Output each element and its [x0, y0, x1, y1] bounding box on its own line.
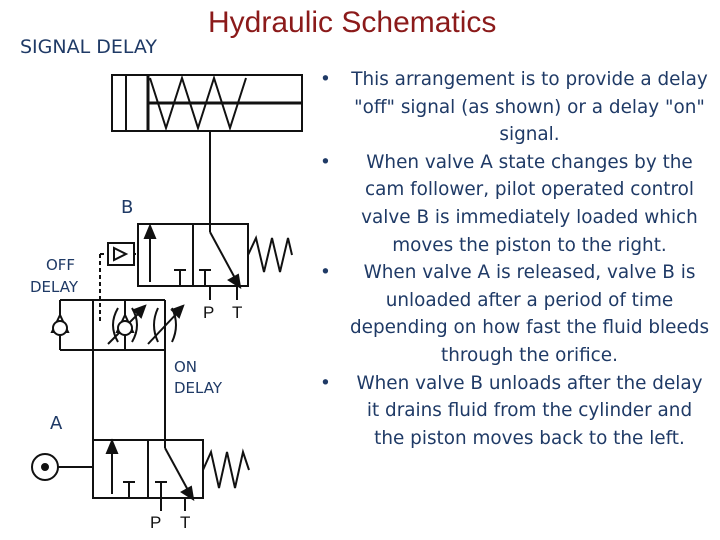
valve-b: [99, 223, 293, 322]
off-delay-flow-control: [50, 299, 147, 351]
label-on-delay-line1: ON: [174, 358, 197, 376]
label-off-delay-line1: OFF: [46, 256, 75, 274]
valve-a: [31, 438, 250, 502]
bullet-item: When valve B unloads after the delay it …: [318, 370, 710, 453]
signal-delay-heading: SIGNAL DELAY: [20, 36, 158, 58]
label-valve-b-t: T: [232, 303, 242, 322]
label-off-delay-line2: DELAY: [30, 278, 79, 296]
valve-a-spring: [202, 448, 250, 489]
bullet-item: When valve A state changes by the cam fo…: [318, 149, 710, 259]
label-valve-b: B: [121, 197, 133, 218]
label-valve-a: A: [50, 413, 63, 434]
cylinder-spring: [149, 74, 247, 132]
valve-b-spring: [247, 234, 293, 273]
label-valve-a-p: P: [150, 513, 161, 532]
on-delay-flow-control: [115, 299, 185, 351]
bullet-list: This arrangement is to provide a delay "…: [318, 66, 710, 452]
page-title: Hydraulic Schematics: [208, 6, 497, 39]
cylinder: [111, 74, 303, 132]
label-on-delay-line2: DELAY: [174, 379, 223, 397]
bullet-item: When valve A is released, valve B is unl…: [318, 259, 710, 369]
label-valve-a-t: T: [180, 513, 190, 532]
label-valve-b-p: P: [203, 303, 214, 322]
bullet-item: This arrangement is to provide a delay "…: [318, 66, 710, 149]
